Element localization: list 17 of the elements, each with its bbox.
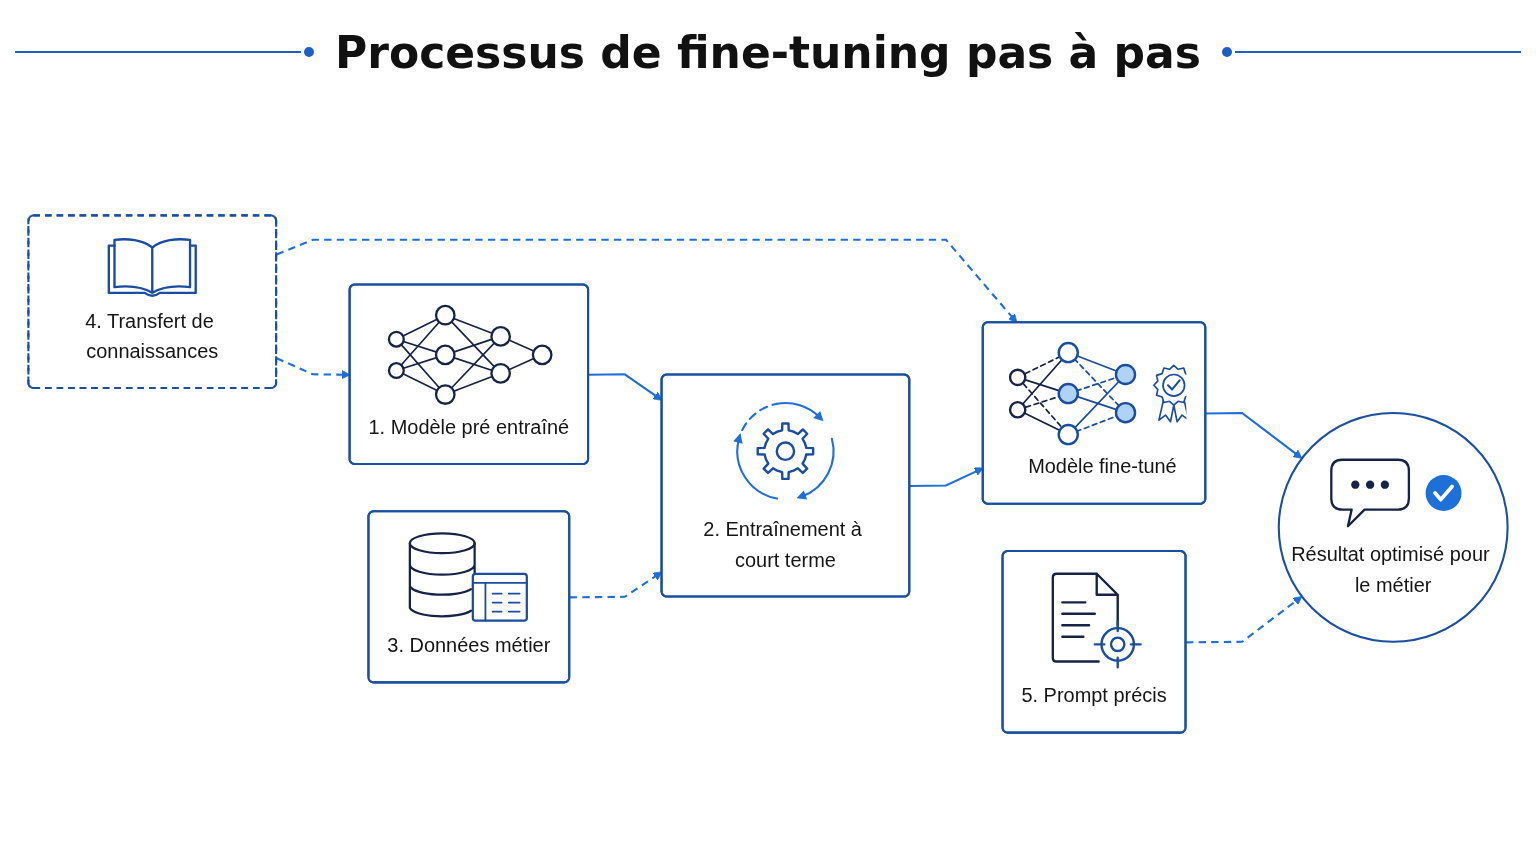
step-label: 4. Transfert de connaissances (85, 309, 220, 362)
diagram-title: Processus de fine-tuning pas à pas (335, 26, 1201, 78)
arrow (1205, 411, 1303, 459)
process-box (367, 510, 571, 684)
step-label: 3. Données métier (387, 634, 551, 657)
process-box (1001, 549, 1187, 734)
process-box (660, 373, 911, 598)
dashed-box (27, 214, 278, 390)
step-label: 2. Entraînement à court terme (703, 518, 863, 571)
step-label: Résultat optimisé pour le métier (1291, 543, 1491, 596)
step-label: 5. Prompt précis (1021, 684, 1167, 707)
step-label: Modèle fine-tuné (1028, 455, 1177, 478)
process-box (348, 283, 590, 466)
result-circle (1277, 411, 1509, 643)
dashed-arrow (1186, 596, 1303, 644)
step-label: 1. Modèle pré entraîné (368, 415, 570, 438)
process-box (981, 321, 1207, 505)
